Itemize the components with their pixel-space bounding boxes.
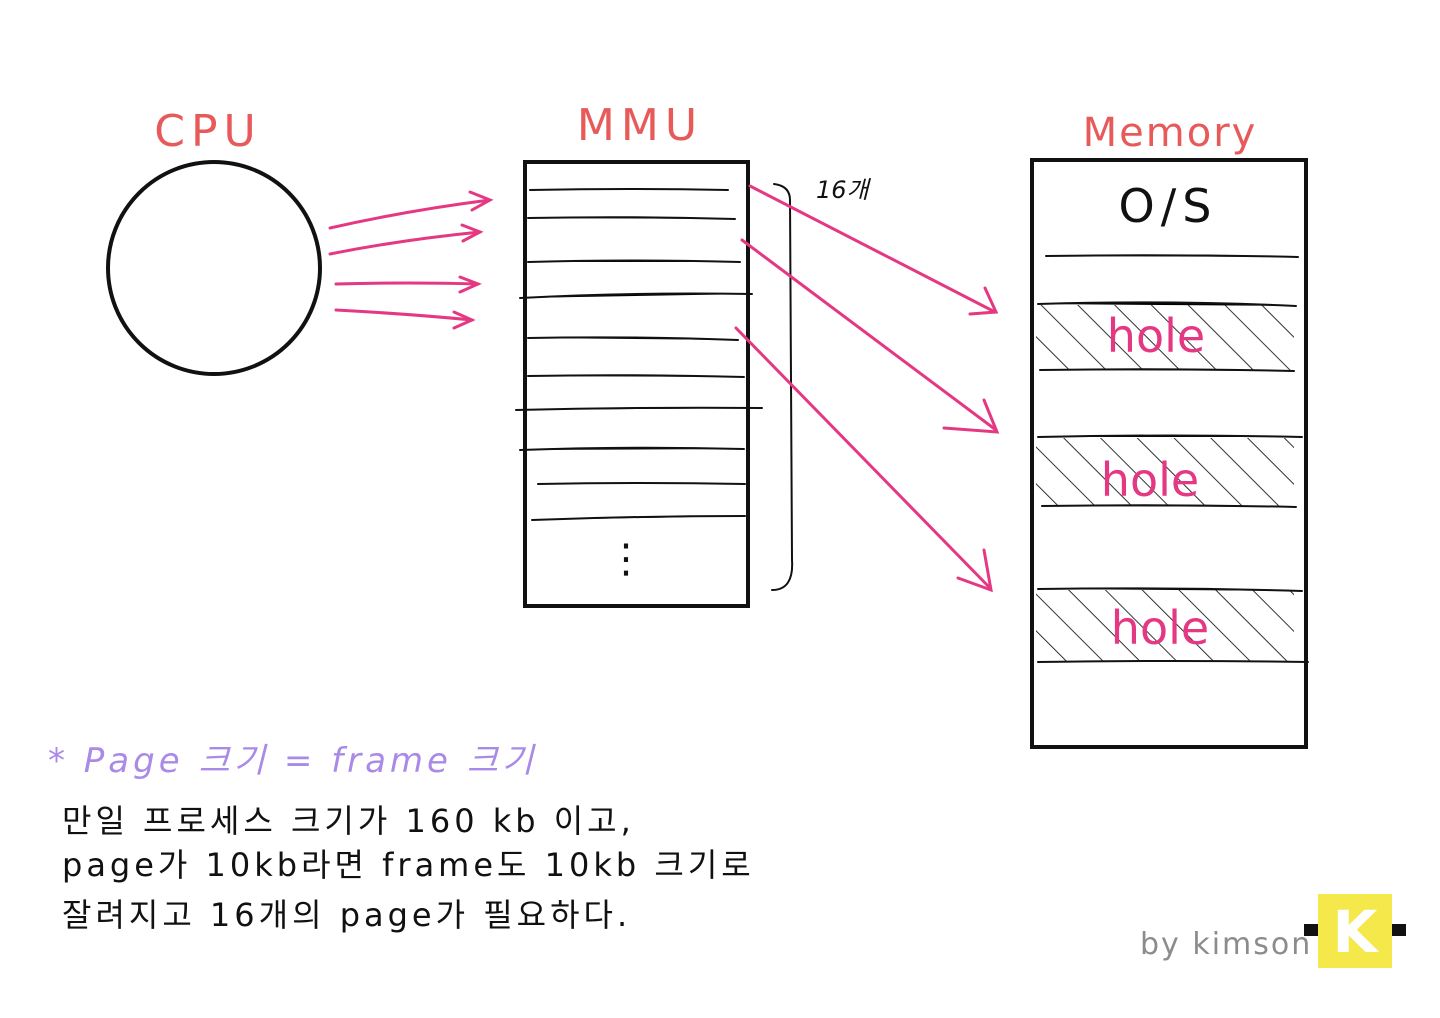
mmu-row-line (537, 482, 746, 485)
memory-partitions (1037, 254, 1309, 663)
hole-label-2: hole (1101, 453, 1199, 507)
os-region-label: O/S (1119, 179, 1218, 233)
entry-count-bracket (771, 183, 794, 591)
memory-title: Memory (1083, 110, 1258, 156)
cpu-to-mmu-arrows (328, 190, 494, 330)
note-line-1: 만일 프로세스 크기가 160 kb 이고, (62, 802, 635, 840)
mmu-to-memory-arrows (734, 184, 1000, 593)
note-line-3: 잘려지고 16개의 page가 필요하다. (62, 896, 631, 934)
mmu-page-table: ⋮ (515, 160, 763, 608)
mmu-row-line (529, 188, 729, 191)
mmu-ellipsis: ⋮ (606, 536, 646, 582)
mmu-arrow-1 (748, 184, 999, 316)
mmu-row-line (515, 406, 763, 411)
mmu-row-line (519, 446, 745, 451)
mmu-box (523, 160, 750, 608)
logo-square (1318, 894, 1392, 968)
hole-label-1: hole (1107, 309, 1205, 363)
cpu-arrow-2 (328, 223, 484, 256)
mmu-row-line (527, 216, 736, 220)
mmu-rows (515, 188, 763, 521)
mmu-row-line (527, 259, 741, 263)
cpu-arrow-1 (328, 190, 494, 230)
hole-label-3: hole (1111, 601, 1209, 655)
note-headline: * Page 크기 = frame 크기 (48, 741, 537, 781)
memory-block: O/S hole hole hole (1030, 158, 1309, 749)
cpu-circle (106, 160, 322, 376)
hole-region-3-hatch (1036, 590, 1294, 662)
signature-text: by kimson (1140, 927, 1312, 962)
mmu-row-line (527, 374, 745, 378)
entry-count-label: 16개 (816, 176, 872, 204)
cpu-title: CPU (154, 106, 261, 157)
hole-region-1-hatch (1036, 305, 1294, 370)
mmu-arrow-2 (740, 238, 1000, 434)
note-line-2: page가 10kb라면 frame도 10kb 크기로 (62, 846, 755, 884)
mmu-row-line (531, 515, 746, 521)
memory-box (1030, 158, 1308, 749)
logo-letter: K (1333, 898, 1380, 966)
kimson-logo: K (1304, 894, 1406, 968)
mmu-row-line (527, 336, 739, 341)
cpu-arrow-4 (334, 308, 476, 330)
mmu-row-line (519, 292, 753, 299)
cpu-arrow-3 (334, 275, 482, 294)
hole-region-2-hatch (1036, 438, 1294, 506)
mmu-arrow-3 (734, 326, 993, 593)
mmu-title: MMU (577, 100, 703, 151)
